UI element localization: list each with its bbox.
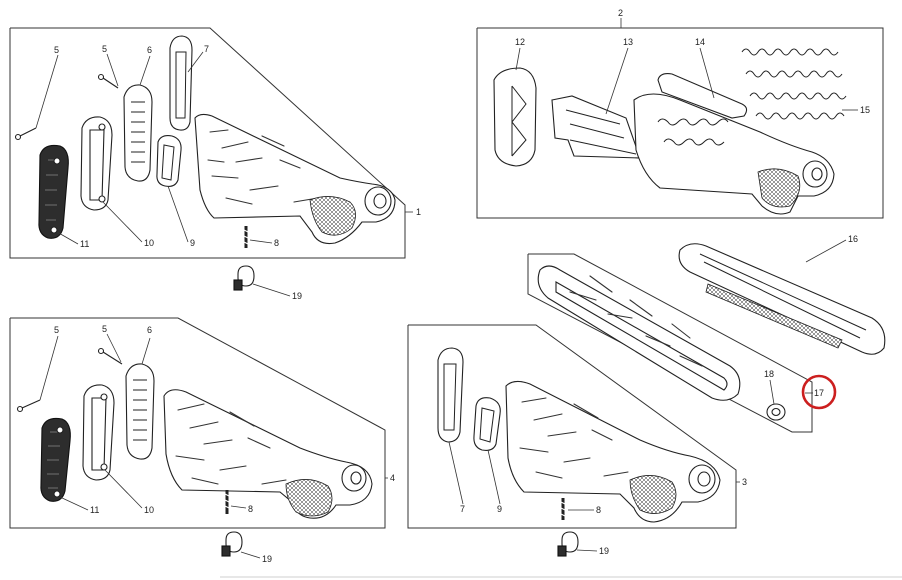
callout-5c: 5 [54,325,59,335]
callout-19b: 19 [262,554,272,564]
sling-swivel-stud-part [224,490,230,514]
butt-plate-part [169,35,193,131]
spacer-part [473,397,501,451]
vented-spacer-part [123,84,153,182]
callout-7b: 7 [460,504,465,514]
assembly-4-frame [9,317,386,529]
callout-5b: 5 [102,44,107,54]
callout-5a: 5 [54,45,59,55]
synthetic-forend-part [678,243,886,355]
callout-4: 4 [390,473,395,483]
assembly-2-frame [476,27,884,219]
callout-16: 16 [848,234,858,244]
callout-12: 12 [515,37,525,47]
sling-swivel-part [221,531,243,557]
callout-9b: 9 [497,504,502,514]
butt-plate-part [437,347,464,443]
callout-15: 15 [860,105,870,115]
callout-1: 1 [416,207,421,217]
callout-6a: 6 [147,45,152,55]
assembly-3-group: 3 7 9 8 19 [407,324,747,557]
recoil-pad-part [493,67,537,167]
callout-3: 3 [742,477,747,487]
stock-body-part [505,380,721,523]
callout-10b: 10 [144,505,154,515]
forend-frame [527,253,813,433]
callout-8c: 8 [596,505,601,515]
forend-ring-part [766,403,786,421]
callout-19c: 19 [599,546,609,556]
vented-spacer-part [125,363,155,460]
screw-part [97,347,123,365]
recoil-pad-part [38,144,69,239]
assembly-2-group: 2 12 13 14 15 [476,8,884,219]
callout-17: 17 [814,388,824,398]
callout-7a: 7 [204,44,209,54]
callout-8a: 8 [274,238,279,248]
callout-13: 13 [623,37,633,47]
callout-18: 18 [764,369,774,379]
callout-2: 2 [618,8,623,18]
comb-piece-part [657,73,748,119]
callout-8b: 8 [248,504,253,514]
springs-set-part [741,48,847,120]
sling-swivel-stud-part [560,498,566,520]
assembly-3-frame [407,324,737,529]
callout-5d: 5 [102,324,107,334]
callout-9a: 9 [190,238,195,248]
stock-body-part [194,113,396,245]
callout-6b: 6 [147,325,152,335]
callout-10a: 10 [144,238,154,248]
stock-body-part [163,389,373,519]
assembly-4-group: 4 5 5 11 10 6 [9,317,395,564]
sling-swivel-part [557,531,579,557]
screw-part [14,127,37,141]
forend-group: 18 17 16 [527,234,886,433]
callout-11b: 11 [90,505,99,515]
callout-14: 14 [695,37,705,47]
screw-part [97,73,119,89]
assembly-1-frame [9,27,406,259]
adjuster-plate-part [551,95,641,159]
callout-19a: 19 [292,291,302,301]
spacer-part [156,135,182,187]
callout-17-highlight-circle [801,374,837,410]
sling-swivel-stud-part [243,226,249,248]
assembly-1-group: 1 5 5 11 10 6 [9,27,421,301]
callout-11a: 11 [80,239,89,249]
sling-swivel-part [233,265,255,291]
screw-part [16,399,41,413]
